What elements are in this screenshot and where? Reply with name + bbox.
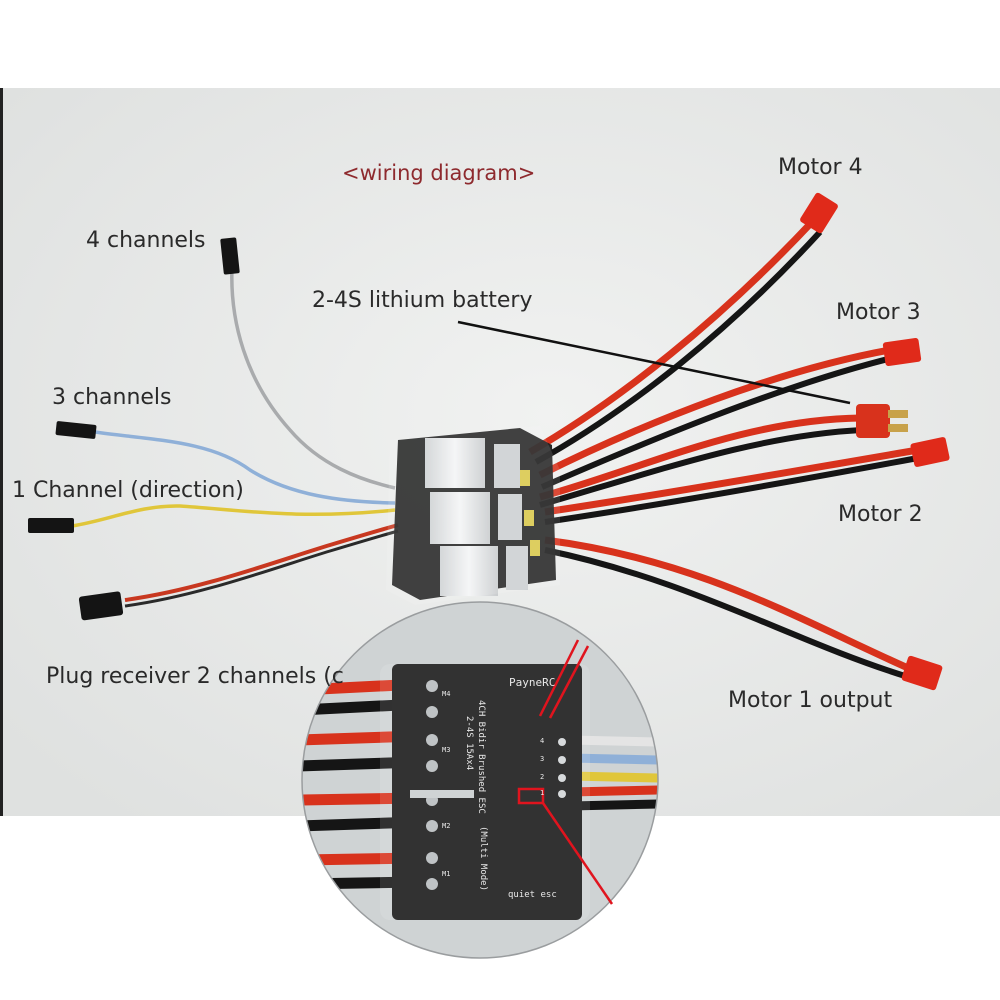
- motor1-wires: [544, 536, 910, 679]
- mode-pointer-b: [548, 645, 590, 719]
- signal-wire-yellow: [71, 504, 396, 528]
- motor2-wires: [544, 446, 919, 525]
- pin-label-2: 2: [540, 773, 545, 781]
- highlight-pointer: [541, 802, 614, 905]
- heatsink-1: [425, 438, 485, 488]
- inset-product-line-2: 2-4S 15Ax4: [464, 716, 474, 771]
- pad-label-m2: M2: [442, 822, 451, 830]
- signal-wire-black: [124, 529, 399, 608]
- plug-1ch: [28, 518, 74, 533]
- inset-product-line-3: (Multi Mode): [478, 826, 488, 892]
- inset-zoom: [301, 601, 659, 959]
- label-plug-receiver: Plug receiver 2 channels (c: [46, 664, 344, 689]
- label-1-channel: 1 Channel (direction): [12, 478, 244, 503]
- battery-wires: [539, 414, 863, 508]
- inset-product-line-1: 4CH Bidir Brushed ESC: [476, 700, 486, 814]
- inset-pcb: [392, 664, 582, 920]
- battery-connector: [856, 404, 908, 438]
- motor4-connector: [800, 192, 838, 234]
- plug-4ch: [220, 237, 240, 275]
- label-3-channels: 3 channels: [52, 385, 172, 410]
- label-motor-1: Motor 1 output: [728, 688, 893, 713]
- label-motor-3: Motor 3: [836, 300, 921, 325]
- pin-label-1: 1: [540, 789, 545, 797]
- motor1-connector: [901, 655, 943, 691]
- plug-receiver: [78, 591, 124, 621]
- pad-label-m4: M4: [442, 690, 451, 698]
- inset-brand: PayneRC: [509, 676, 556, 689]
- plug-3ch: [55, 421, 97, 439]
- signal-wire-red: [124, 523, 399, 602]
- pad-label-m1: M1: [442, 870, 451, 878]
- diagram-title: <wiring diagram>: [342, 161, 536, 185]
- esc-board: [386, 426, 560, 605]
- mode-pointer-a: [538, 639, 580, 717]
- motor3-wires: [538, 346, 893, 490]
- label-motor-4: Motor 4: [778, 155, 863, 180]
- pad-label-m3: M3: [442, 746, 451, 754]
- signal-wire-grey: [230, 267, 396, 490]
- left-edge: [0, 88, 3, 816]
- highlight-box: [517, 787, 545, 805]
- signal-wire-blue: [94, 430, 396, 505]
- battery-pointer-line: [457, 320, 851, 405]
- label-battery: 2-4S lithium battery: [312, 288, 533, 313]
- inset-quiet: quiet esc: [508, 890, 557, 900]
- motor2-connector: [910, 437, 950, 467]
- motor3-connector: [882, 337, 922, 367]
- heatsink-3: [440, 546, 498, 596]
- label-4-channels: 4 channels: [86, 228, 206, 253]
- motor4-wires: [528, 219, 823, 465]
- pin-label-3: 3: [540, 755, 545, 763]
- label-motor-2: Motor 2: [838, 502, 923, 527]
- pin-label-4: 4: [540, 737, 545, 745]
- heatsink-2: [430, 492, 490, 544]
